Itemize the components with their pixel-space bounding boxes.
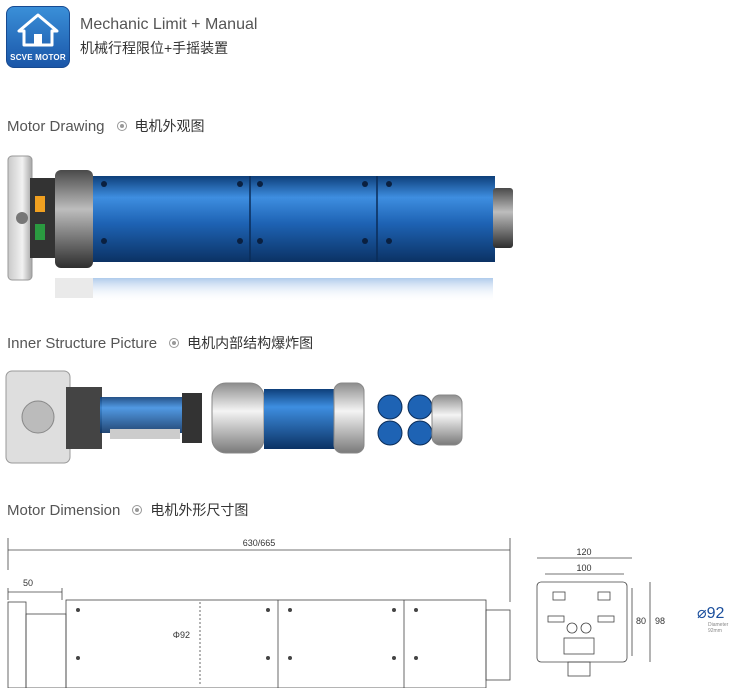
- dim-bracket-outer: 120: [576, 547, 591, 557]
- bullet-icon: [132, 505, 143, 516]
- dim-bracket-h-inner: 80: [636, 616, 646, 626]
- section-label: Motor Drawing: [7, 118, 105, 135]
- section-title-dimension: Motor Dimension 电机外形尺寸图: [7, 500, 248, 520]
- diameter-value: 92: [706, 605, 725, 622]
- diameter-caption: Diameter 92mm: [708, 622, 729, 634]
- dim-bracket-inner: 100: [576, 563, 591, 573]
- diameter-badge: ⌀92: [697, 605, 725, 622]
- section-label-cn: 电机外观图: [134, 118, 205, 134]
- dimension-drawing: 630/665 50 Φ92 120 100 80 98: [7, 538, 665, 688]
- inner-structure-exploded: [5, 370, 463, 464]
- brand-logo: SCVE MOTOR: [6, 6, 70, 68]
- section-title-drawing: Motor Drawing 电机外观图: [7, 116, 205, 136]
- section-label: Inner Structure Picture: [7, 335, 158, 352]
- section-label-cn: 电机内部结构爆炸图: [187, 335, 314, 351]
- section-label: Motor Dimension: [7, 502, 121, 519]
- dim-tube-diameter: Φ92: [173, 630, 190, 640]
- motor-drawing: [7, 155, 513, 302]
- dim-head-length: 50: [23, 578, 33, 588]
- dim-total-length: 630/665: [243, 538, 276, 548]
- bullet-icon: [116, 121, 127, 132]
- section-title-inner: Inner Structure Picture 电机内部结构爆炸图: [7, 333, 313, 353]
- section-label-cn: 电机外形尺寸图: [150, 502, 249, 518]
- page-title: Mechanic Limit + Manual: [80, 16, 258, 33]
- bullet-icon: [169, 338, 180, 349]
- dim-bracket-h-outer: 98: [655, 616, 665, 626]
- logo-text: SCVE MOTOR: [10, 53, 66, 62]
- page-subtitle: 机械行程限位+手摇装置: [80, 40, 229, 56]
- house-icon: [17, 13, 59, 47]
